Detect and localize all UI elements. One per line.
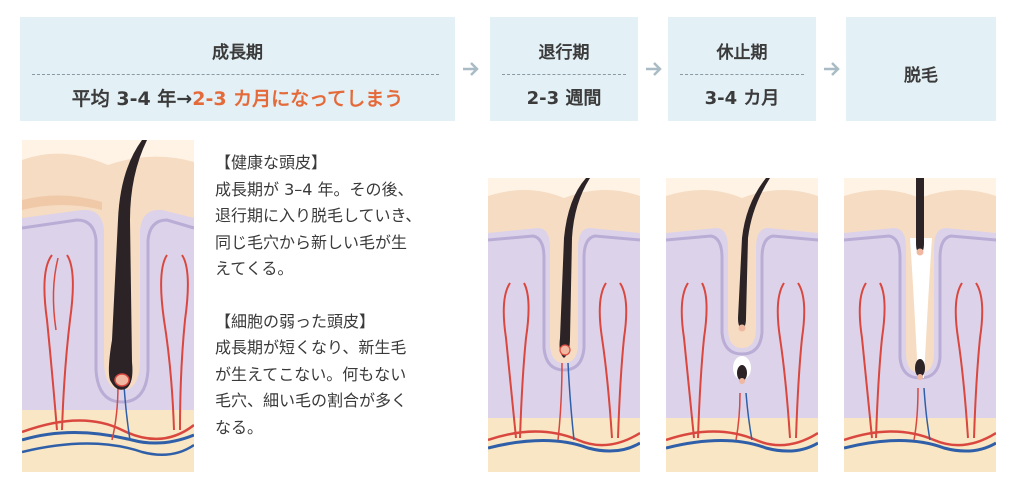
description-text: 【健康な頭皮】 成長期が 3–4 年。その後、 退行期に入り脱毛していき、 同じ… bbox=[215, 150, 485, 441]
healthy-line: 同じ毛穴から新しい毛が生 bbox=[215, 232, 408, 252]
catagen-stage-illustration bbox=[488, 178, 640, 472]
growth-stage-box: 成長期 平均 3-4 年→2-3 カ月になってしまう bbox=[20, 17, 455, 121]
shedding-stage-illustration bbox=[844, 178, 996, 472]
growth-stage-illustration bbox=[22, 140, 194, 472]
weak-line: 成長期が短くなり、新生毛 bbox=[215, 338, 407, 357]
shedding-stage-box: 脱毛 bbox=[846, 17, 996, 121]
healthy-line: えてくる。 bbox=[215, 259, 294, 278]
telogen-stage-duration: 3-4 カ月 bbox=[704, 88, 780, 109]
telogen-stage-title: 休止期 bbox=[716, 43, 768, 63]
catagen-divider bbox=[502, 74, 626, 75]
growth-stage-title: 成長期 bbox=[212, 43, 263, 63]
growth-duration-normal: 平均 3-4 年→ bbox=[71, 88, 193, 110]
growth-stage-duration: 平均 3-4 年→2-3 カ月になってしまう bbox=[20, 84, 455, 111]
weak-line: 毛穴、細い毛の割合が多く bbox=[215, 391, 408, 410]
growth-duration-shortened: 2-3 カ月になってしまう bbox=[192, 88, 404, 110]
spacer bbox=[215, 283, 485, 309]
telogen-divider bbox=[680, 74, 804, 75]
arrow-right-icon bbox=[824, 62, 840, 76]
catagen-stage-box: 退行期 2-3 週間 bbox=[490, 17, 638, 121]
weak-heading: 【細胞の弱った頭皮】 bbox=[215, 311, 376, 331]
telogen-stage-box: 休止期 3-4 カ月 bbox=[668, 17, 816, 121]
arrow-right-icon bbox=[463, 62, 479, 76]
healthy-line: 退行期に入り脱毛していき、 bbox=[215, 206, 422, 225]
arrow-right-icon bbox=[646, 62, 662, 76]
telogen-stage-illustration bbox=[666, 178, 818, 472]
weak-line: が生えてこない。何もない bbox=[215, 364, 407, 384]
catagen-stage-duration: 2-3 週間 bbox=[526, 88, 602, 109]
catagen-stage-title: 退行期 bbox=[538, 43, 590, 63]
shedding-stage-title: 脱毛 bbox=[904, 66, 938, 86]
weak-line: なる。 bbox=[215, 417, 264, 437]
healthy-heading: 【健康な頭皮】 bbox=[215, 153, 328, 172]
growth-divider bbox=[32, 74, 439, 75]
healthy-line: 成長期が 3–4 年。その後、 bbox=[215, 179, 414, 199]
